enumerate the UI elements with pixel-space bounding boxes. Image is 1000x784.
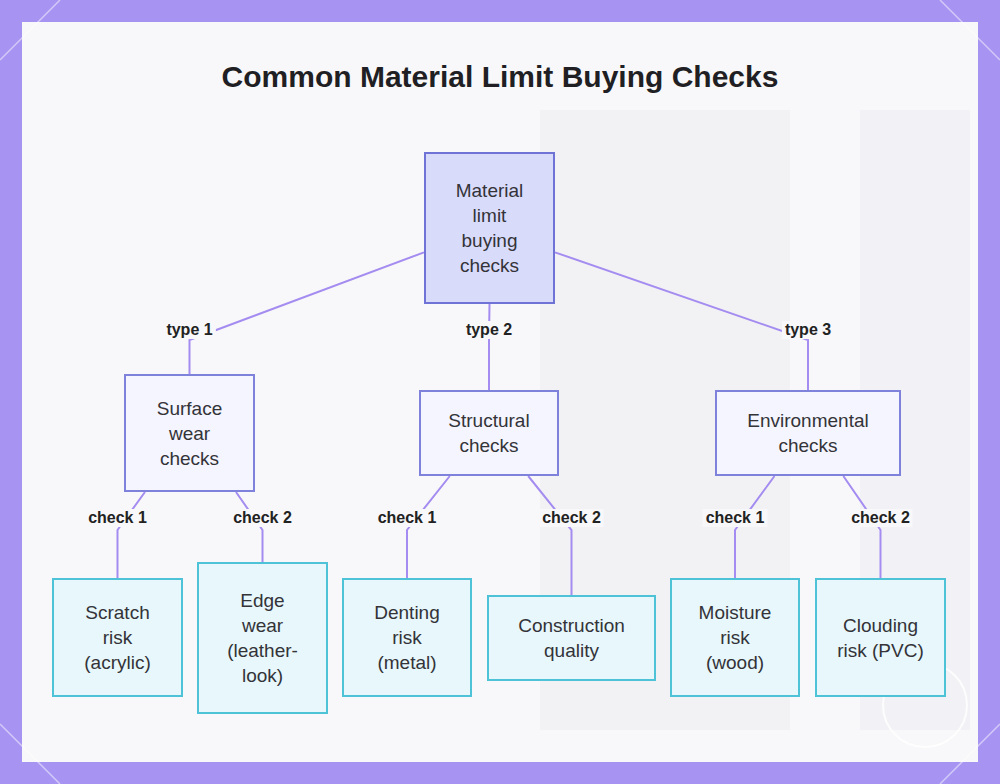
connector-label: check 1 [85,509,150,527]
node-text: Environmental checks [737,408,879,458]
connector-line [488,304,491,390]
connector-label: type 3 [782,321,834,339]
category-box: Structural checks [419,390,559,476]
connector-label: check 1 [703,509,768,527]
node-text: Structural checks [441,408,537,458]
node-text: Clouding risk (PVC) [837,613,924,663]
text-stack: Denting risk (metal) [364,600,450,675]
connector-label: check 2 [539,509,604,527]
connector-line [735,476,775,578]
check-box: Clouding risk (PVC) [815,578,946,697]
connector-label: check 2 [848,509,913,527]
connector-line [190,252,425,374]
connector-line [555,252,808,390]
check-box: Edge wear (leather-look) [197,562,328,714]
node-text: Material limit buying checks [446,178,533,278]
connector-line [843,476,880,578]
category-box: Environmental checks [715,390,901,476]
connector-label: check 1 [375,509,440,527]
connector-label: type 1 [163,321,215,339]
connector-label: type 2 [463,321,515,339]
connector-line [407,476,450,578]
node-text: Construction quality [509,613,634,663]
node-text: Scratch risk (acrylic) [74,600,161,675]
connector-line [236,492,262,562]
node-text: Surface wear checks [146,396,233,471]
check-box: Construction quality [487,595,656,681]
text-stack: Edge wear (leather-look) [219,588,306,688]
connector-line [528,476,571,595]
diagram-title: Common Material Limit Buying Checks [0,60,1000,94]
root-box: Material limit buying checks [424,152,555,304]
check-box: Moisture risk (wood) [670,578,800,697]
text-stack: Scratch risk (acrylic) [74,600,161,675]
text-stack: Moisture risk (wood) [692,600,778,675]
text-stack: Environmental checks [737,408,879,458]
node-text: Denting risk (metal) [364,600,450,675]
text-stack: Surface wear checks [146,396,233,471]
connector-label: check 2 [230,509,295,527]
node-text: Edge wear (leather-look) [219,588,306,688]
connector-line [118,492,145,578]
check-box: Scratch risk (acrylic) [52,578,183,697]
text-stack: Material limit buying checks [446,178,533,278]
text-stack: Clouding risk (PVC) [837,613,924,663]
check-box: Denting risk (metal) [342,578,472,697]
text-stack: Construction quality [509,613,634,663]
text-stack: Structural checks [441,408,537,458]
node-text: Moisture risk (wood) [692,600,778,675]
category-box: Surface wear checks [124,374,255,492]
